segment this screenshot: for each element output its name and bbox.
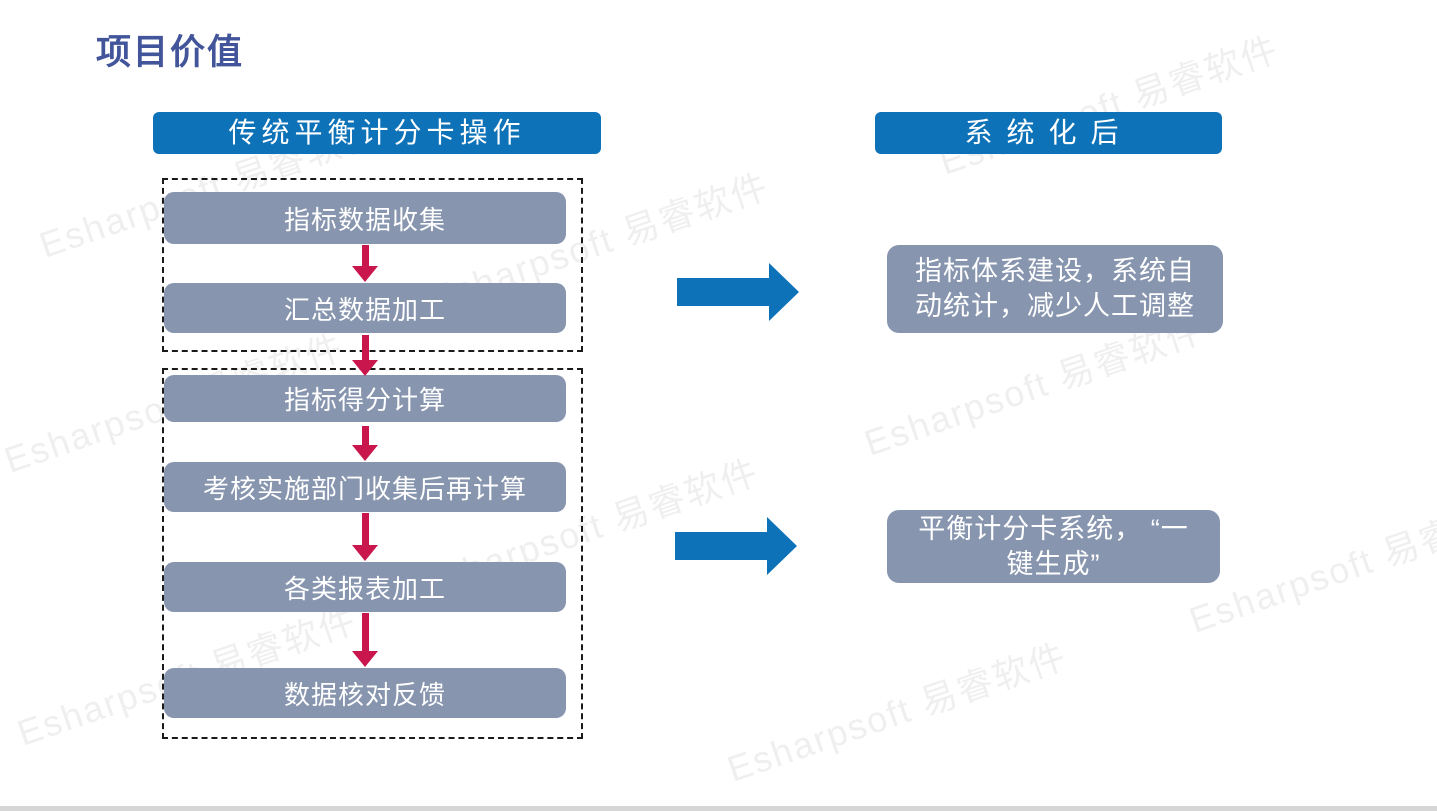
arrow-head: [352, 651, 378, 667]
result-box-one-click-generation: 平衡计分卡系统， “一 键生成”: [887, 510, 1220, 583]
step-box-data-check-feedback: 数据核对反馈: [164, 668, 566, 718]
result-box-indicator-system: 指标体系建设，系统自 动统计，减少人工调整: [887, 245, 1223, 333]
arrow-bar: [675, 532, 767, 560]
arrow-stem: [361, 613, 369, 651]
result-line: 指标体系建设，系统自: [915, 256, 1195, 286]
bottom-edge-bar: [0, 806, 1437, 811]
down-arrow-icon: [352, 426, 378, 461]
arrow-bar: [677, 278, 769, 306]
arrow-stem: [361, 245, 369, 266]
right-arrow-icon: [675, 517, 797, 575]
down-arrow-icon: [352, 613, 378, 667]
left-column-header: 传统平衡计分卡操作: [153, 112, 601, 154]
right-column-header: 系统化后: [875, 112, 1222, 154]
result-line: 动统计，减少人工调整: [915, 291, 1195, 321]
arrow-stem: [361, 513, 369, 545]
result-line: 键生成”: [1006, 548, 1101, 579]
arrow-tip: [769, 263, 799, 321]
step-box-indicator-score-calc: 指标得分计算: [164, 375, 566, 422]
watermark-text: Esharpsoft 易睿软件: [722, 635, 1073, 790]
arrow-head: [352, 445, 378, 461]
step-box-indicator-data-collection: 指标数据收集: [164, 192, 566, 244]
arrow-tip: [767, 517, 797, 575]
down-arrow-icon: [352, 513, 378, 561]
arrow-head: [352, 266, 378, 282]
arrow-stem: [361, 426, 369, 445]
flow-group-data-collection: [162, 178, 583, 352]
arrow-head: [352, 545, 378, 561]
watermark-text: Esharpsoft 易睿软件: [934, 28, 1285, 183]
arrow-head: [352, 360, 378, 376]
step-box-summary-data-processing: 汇总数据加工: [164, 283, 566, 333]
down-arrow-icon: [352, 245, 378, 282]
down-arrow-icon: [352, 335, 378, 376]
step-box-report-processing: 各类报表加工: [164, 562, 566, 612]
page-title: 项目价值: [96, 33, 245, 72]
arrow-stem: [361, 335, 369, 360]
right-arrow-icon: [677, 263, 799, 321]
result-line: 平衡计分卡系统， “一: [918, 513, 1189, 544]
step-box-dept-collect-recalc: 考核实施部门收集后再计算: [164, 462, 566, 512]
